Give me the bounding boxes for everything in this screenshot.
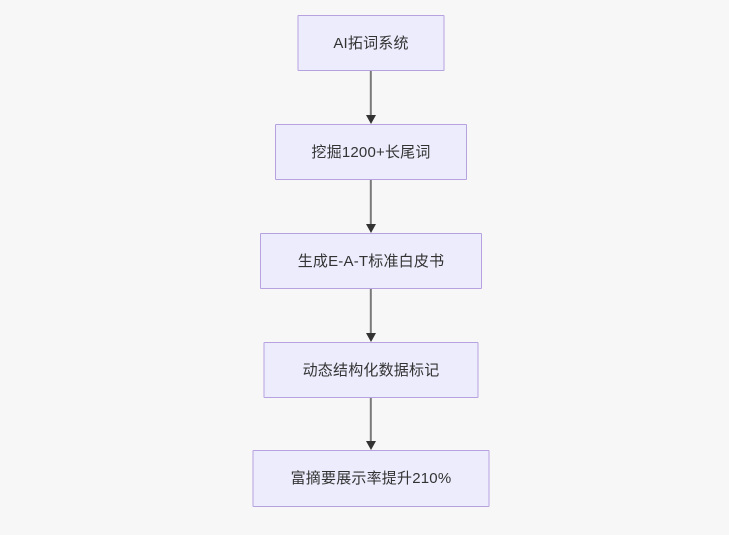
flow-node-dynamic-structured-data-markup[interactable]: 动态结构化数据标记 xyxy=(263,342,479,398)
connector-line xyxy=(369,398,373,441)
flow-node-label: AI拓词系统 xyxy=(333,34,409,52)
connector-node3-to-node4 xyxy=(364,289,378,342)
connector-node2-to-node3 xyxy=(364,180,378,233)
flow-node-label: 挖掘1200+长尾词 xyxy=(311,143,431,161)
arrowhead-icon xyxy=(366,441,376,450)
arrowhead-icon xyxy=(366,115,376,124)
connector-line xyxy=(369,71,373,115)
flow-node-label: 生成E-A-T标准白皮书 xyxy=(297,252,445,270)
arrowhead-icon xyxy=(366,333,376,342)
connector-node4-to-node5 xyxy=(364,398,378,450)
flow-node-label: 动态结构化数据标记 xyxy=(302,361,440,379)
arrowhead-icon xyxy=(366,224,376,233)
flow-node-ai-keyword-system[interactable]: AI拓词系统 xyxy=(297,15,445,71)
flow-node-generate-eat-whitepaper[interactable]: 生成E-A-T标准白皮书 xyxy=(260,233,482,289)
flow-node-rich-snippet-rate-increase[interactable]: 富摘要展示率提升210% xyxy=(252,450,490,507)
connector-line xyxy=(369,180,373,224)
flow-node-mine-longtail-keywords[interactable]: 挖掘1200+长尾词 xyxy=(275,124,467,180)
flow-node-label: 富摘要展示率提升210% xyxy=(290,470,452,487)
connector-node1-to-node2 xyxy=(364,71,378,124)
connector-line xyxy=(369,289,373,333)
